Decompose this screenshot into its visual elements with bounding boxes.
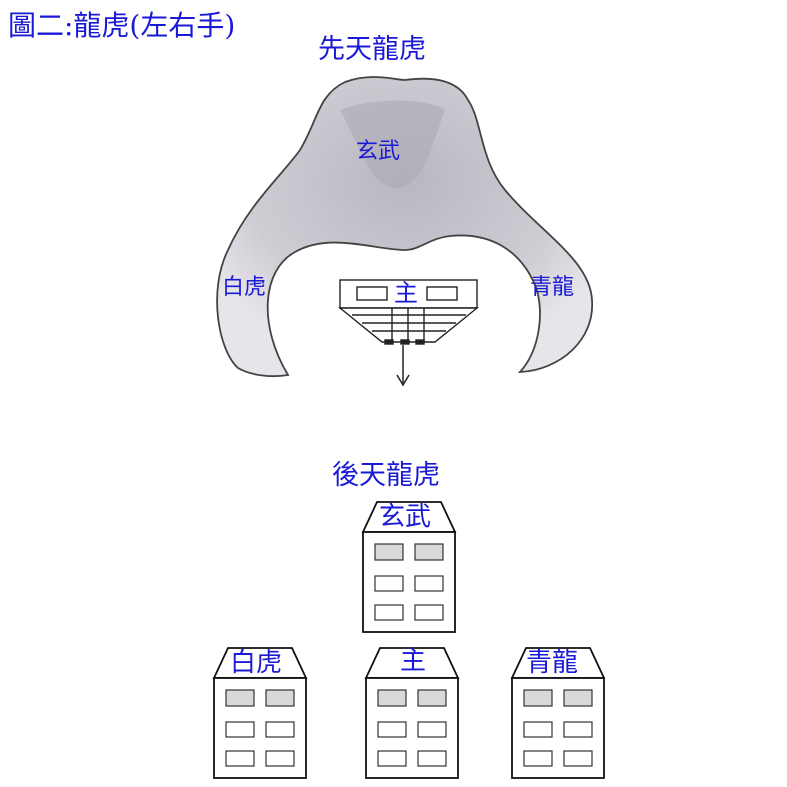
building-label-center: 主	[400, 646, 427, 676]
figure-title: 圖二:龍虎(左右手)	[8, 9, 236, 42]
prenatal-label-back: 玄武	[356, 139, 401, 164]
building-label-left: 白虎	[230, 648, 283, 678]
building-label-right: 青龍	[526, 648, 579, 678]
postnatal-heading: 後天龍虎	[332, 460, 440, 491]
facing-arrow-icon	[396, 345, 410, 387]
main-house-symbol	[338, 279, 479, 345]
prenatal-label-center: 主	[394, 279, 418, 307]
prenatal-label-right: 青龍	[530, 275, 575, 300]
horseshoe-landform	[216, 76, 593, 378]
prenatal-heading: 先天龍虎	[318, 34, 426, 65]
building-label-back: 玄武	[379, 502, 432, 532]
ridge-shadow	[340, 100, 445, 188]
prenatal-label-left: 白虎	[222, 275, 267, 300]
